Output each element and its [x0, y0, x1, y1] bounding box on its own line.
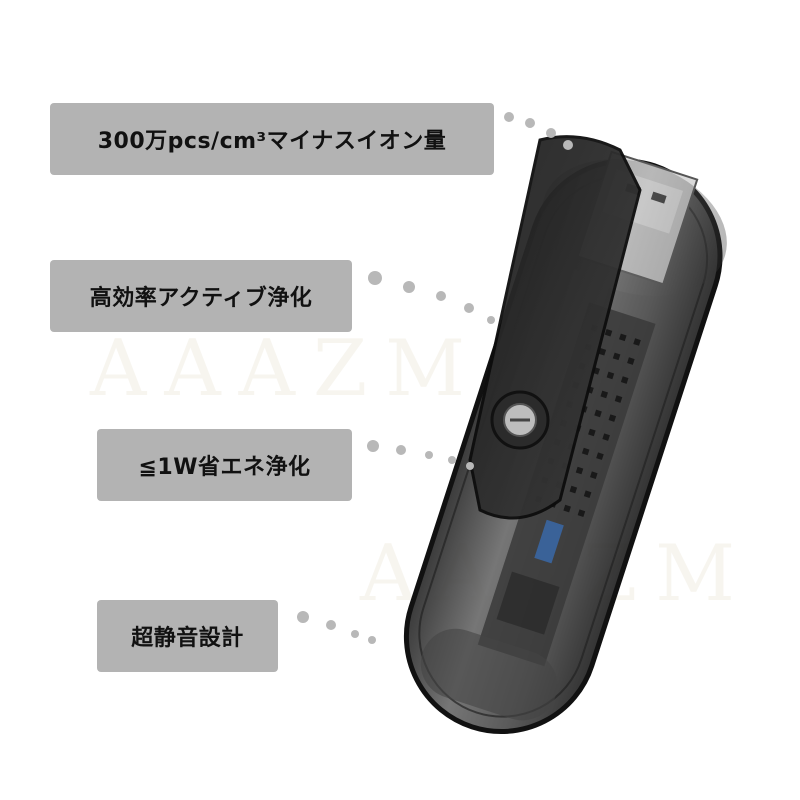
feature-label-energy-saving: ≦1W省エネ浄化: [97, 429, 352, 501]
callout-dots: [297, 112, 573, 644]
feature-label-active-purification: 高効率アクティブ浄化: [50, 260, 352, 332]
feature-label-ion-count: 300万pcs/cm³マイナスイオン量: [50, 103, 494, 175]
feature-label-silent-design: 超静音設計: [97, 600, 278, 672]
blue-component: [534, 519, 564, 564]
feature-text: 高効率アクティブ浄化: [89, 286, 313, 311]
feature-text: 超静音設計: [131, 626, 244, 651]
watermark-top: AAAZM: [89, 324, 483, 414]
swivel-cap: [468, 135, 642, 520]
feature-text: 300万pcs/cm³マイナスイオン量: [97, 129, 447, 154]
feature-text: ≦1W省エネ浄化: [138, 455, 311, 480]
